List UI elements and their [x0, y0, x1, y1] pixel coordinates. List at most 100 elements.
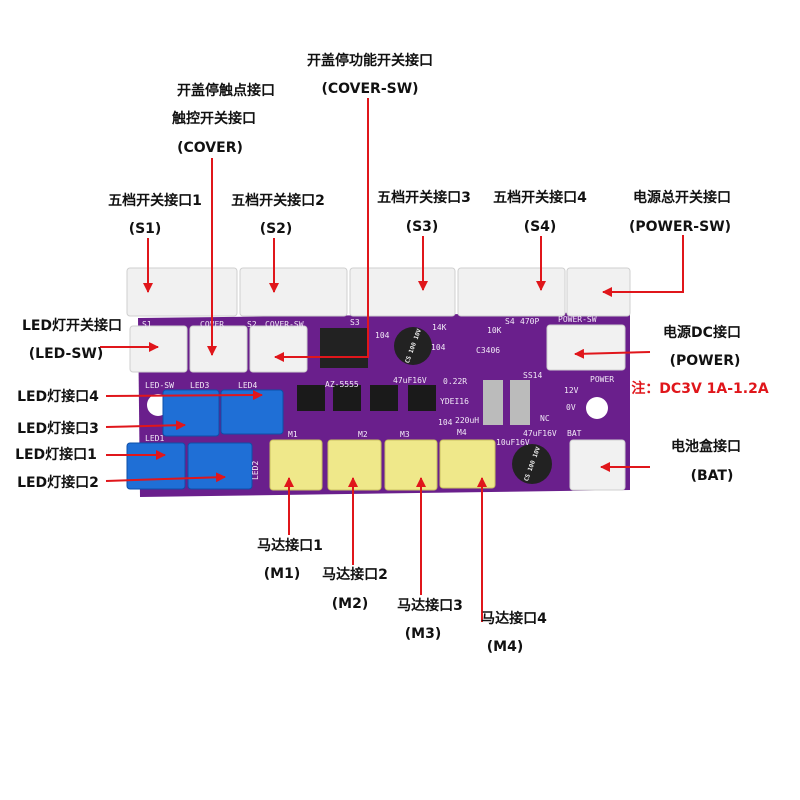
connector-m1: [269, 439, 323, 491]
connector-led4: [220, 389, 284, 435]
capacitor-2: [512, 444, 552, 484]
silkscreen-label: 0V: [566, 403, 576, 412]
silkscreen-text: S1 COVER S2 COVER-SW S3 S4 470P POWER-SW…: [142, 315, 614, 480]
silkscreen-label: C3406: [476, 346, 500, 355]
label-s2-code: (S2): [260, 221, 293, 237]
silkscreen-label: LED3: [190, 381, 209, 390]
label-cover-sw-code: (COVER-SW): [321, 81, 418, 97]
label-m3-code: (M3): [405, 626, 441, 642]
label-m2-title: 马达接口2: [322, 566, 388, 583]
silkscreen-label: LED-SW: [145, 381, 174, 390]
label-power-sw-code: (POWER-SW): [629, 219, 731, 235]
silkscreen-label: SS14: [523, 371, 542, 380]
silkscreen-label: LED4: [238, 381, 257, 390]
silkscreen-label: BAT: [567, 429, 582, 438]
label-cover-title: 开盖停触点接口: [177, 82, 275, 99]
label-led4: LED灯接口4: [17, 388, 99, 405]
arrow-power-sw: [602, 235, 684, 297]
silkscreen-label: LED2: [251, 461, 260, 480]
connector-s1: [126, 267, 238, 317]
annotation-labels: 开盖停功能开关接口 (COVER-SW) 开盖停触点接口 触控开关接口 (COV…: [15, 52, 769, 655]
connector-cover: [189, 325, 248, 373]
silkscreen-label: S2: [247, 320, 257, 329]
label-cover-code: (COVER): [177, 140, 243, 156]
annotation-arrows: [100, 98, 684, 622]
ic-chip: [320, 328, 368, 368]
connector-bat: [569, 439, 626, 491]
label-s3-code: (S3): [406, 219, 439, 235]
arrow-led2: [105, 472, 226, 483]
silkscreen-label: S3: [350, 318, 360, 327]
label-power-note: 注：DC3V 1A-1.2A: [631, 380, 769, 397]
connector-row-top: [126, 267, 631, 491]
silkscreen-label: S1: [142, 320, 152, 329]
silkscreen-label: 220uH: [455, 416, 479, 425]
label-power-code: (POWER): [670, 353, 741, 369]
connector-motor-group: [269, 439, 496, 491]
components: CS 100 10V CS 100 10V: [297, 327, 552, 484]
silkscreen-label: M3: [400, 430, 410, 439]
silkscreen-label: 0.22R: [443, 377, 467, 386]
arrow-led3: [105, 420, 186, 431]
silkscreen-label: M1: [288, 430, 298, 439]
silkscreen-label: S4: [505, 317, 515, 326]
mosfet-4: [408, 385, 436, 411]
arrow-led4: [105, 390, 263, 401]
connector-led-sw: [129, 325, 188, 373]
silkscreen-label: 470P: [520, 317, 539, 326]
label-led-sw-title: LED灯开关接口: [22, 317, 122, 334]
silkscreen-label: 47uF16V: [523, 429, 557, 438]
arrow-cover-sw: [274, 98, 369, 362]
connector-led2: [187, 442, 253, 490]
inductor-pad-1: [483, 380, 503, 425]
mosfet-2: [333, 385, 361, 411]
label-s3-title: 五档开关接口3: [377, 189, 471, 206]
mosfet-3: [370, 385, 398, 411]
label-m3-title: 马达接口3: [397, 597, 463, 614]
label-m2-code: (M2): [332, 596, 368, 612]
silkscreen-label: 10uF16V: [496, 438, 530, 447]
silkscreen-label: 14K: [432, 323, 447, 332]
label-m1-title: 马达接口1: [257, 537, 323, 554]
silkscreen-label: 104: [431, 343, 446, 352]
label-power-title: 电源DC接口: [663, 324, 741, 341]
connector-m4: [439, 439, 496, 489]
label-s1-title: 五档开关接口1: [108, 192, 202, 209]
silkscreen-label: LED1: [145, 434, 164, 443]
label-led3: LED灯接口3: [17, 420, 99, 437]
mosfet-1: [297, 385, 325, 411]
capacitor-1: [394, 327, 432, 365]
label-m4-code: (M4): [487, 639, 523, 655]
label-s2-title: 五档开关接口2: [231, 192, 325, 209]
mounting-hole-right: [586, 397, 608, 419]
arrow-power: [574, 348, 651, 359]
label-bat-title: 电池盒接口: [671, 438, 741, 455]
silkscreen-label: POWER-SW: [558, 315, 597, 324]
connector-s3: [349, 267, 456, 317]
connector-s2: [239, 267, 348, 317]
silkscreen-label: 104: [375, 331, 390, 340]
connector-cover-sw: [249, 325, 308, 373]
silkscreen-label: 104: [438, 418, 453, 427]
connector-m3: [384, 439, 438, 491]
silkscreen-label: COVER-SW: [265, 320, 304, 329]
silkscreen-label: AZ-5555: [325, 380, 359, 389]
label-m4-title: 马达接口4: [481, 610, 547, 627]
label-power-sw-title: 电源总开关接口: [633, 189, 731, 206]
inductor-pad-2: [510, 380, 530, 425]
label-s1-code: (S1): [129, 221, 162, 237]
label-led1: LED灯接口1: [15, 446, 97, 463]
silkscreen-label: 10K: [487, 326, 502, 335]
connector-led1: [126, 442, 186, 490]
connector-led3: [162, 389, 220, 437]
silkscreen-label: M4: [457, 428, 467, 437]
label-bat-code: (BAT): [691, 468, 734, 484]
silkscreen-label: 12V: [564, 386, 579, 395]
silkscreen-label: NC: [540, 414, 550, 423]
silkscreen-label: 47uF16V: [393, 376, 427, 385]
label-cover-subtitle: 触控开关接口: [171, 110, 256, 127]
label-led2: LED灯接口2: [17, 474, 99, 491]
label-led-sw-code: (LED-SW): [29, 346, 104, 362]
